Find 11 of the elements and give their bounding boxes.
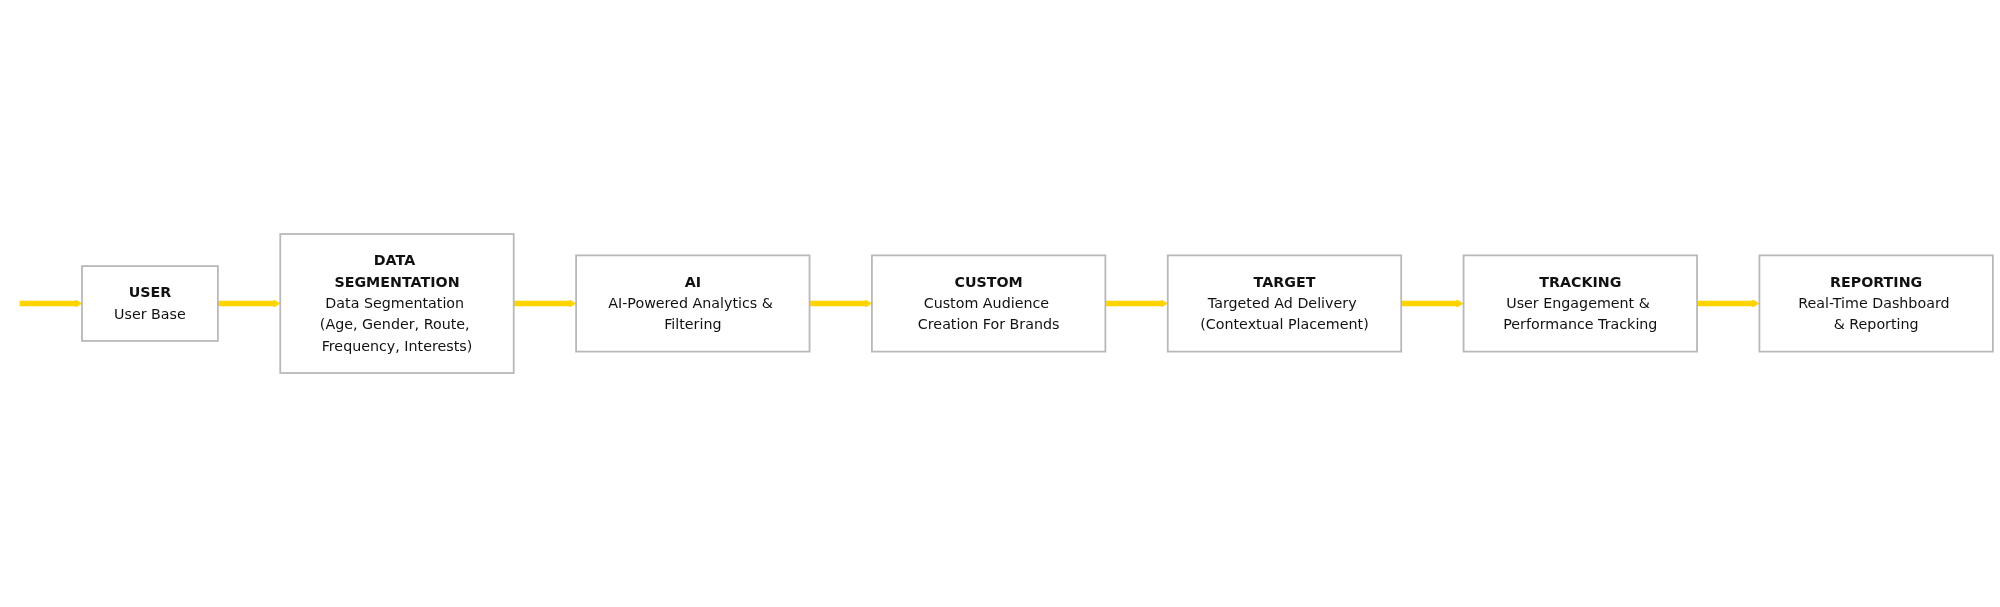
arrow <box>1401 299 1464 308</box>
node-box: TARGET Targeted Ad Delivery (Contextual Placement) <box>1166 254 1403 353</box>
node-box: USER User Base <box>81 265 219 342</box>
node-box: TRACKING User Engagement & Performance Tracking <box>1462 254 1698 353</box>
node-box: REPORTING Real-Time Dashboard & Reporting <box>1758 254 1994 353</box>
node-box: CUSTOM Custom Audience Creation For Brands <box>871 254 1107 353</box>
node-box: AI AI-Powered Analytics & Filtering <box>575 254 811 353</box>
arrow <box>1697 299 1760 308</box>
arrow <box>513 299 577 308</box>
node-box: DATA SEGMENTATION Data Segmentation (Age, Gender, Route, Frequency, Interests) <box>279 233 515 374</box>
arrow <box>217 299 281 308</box>
